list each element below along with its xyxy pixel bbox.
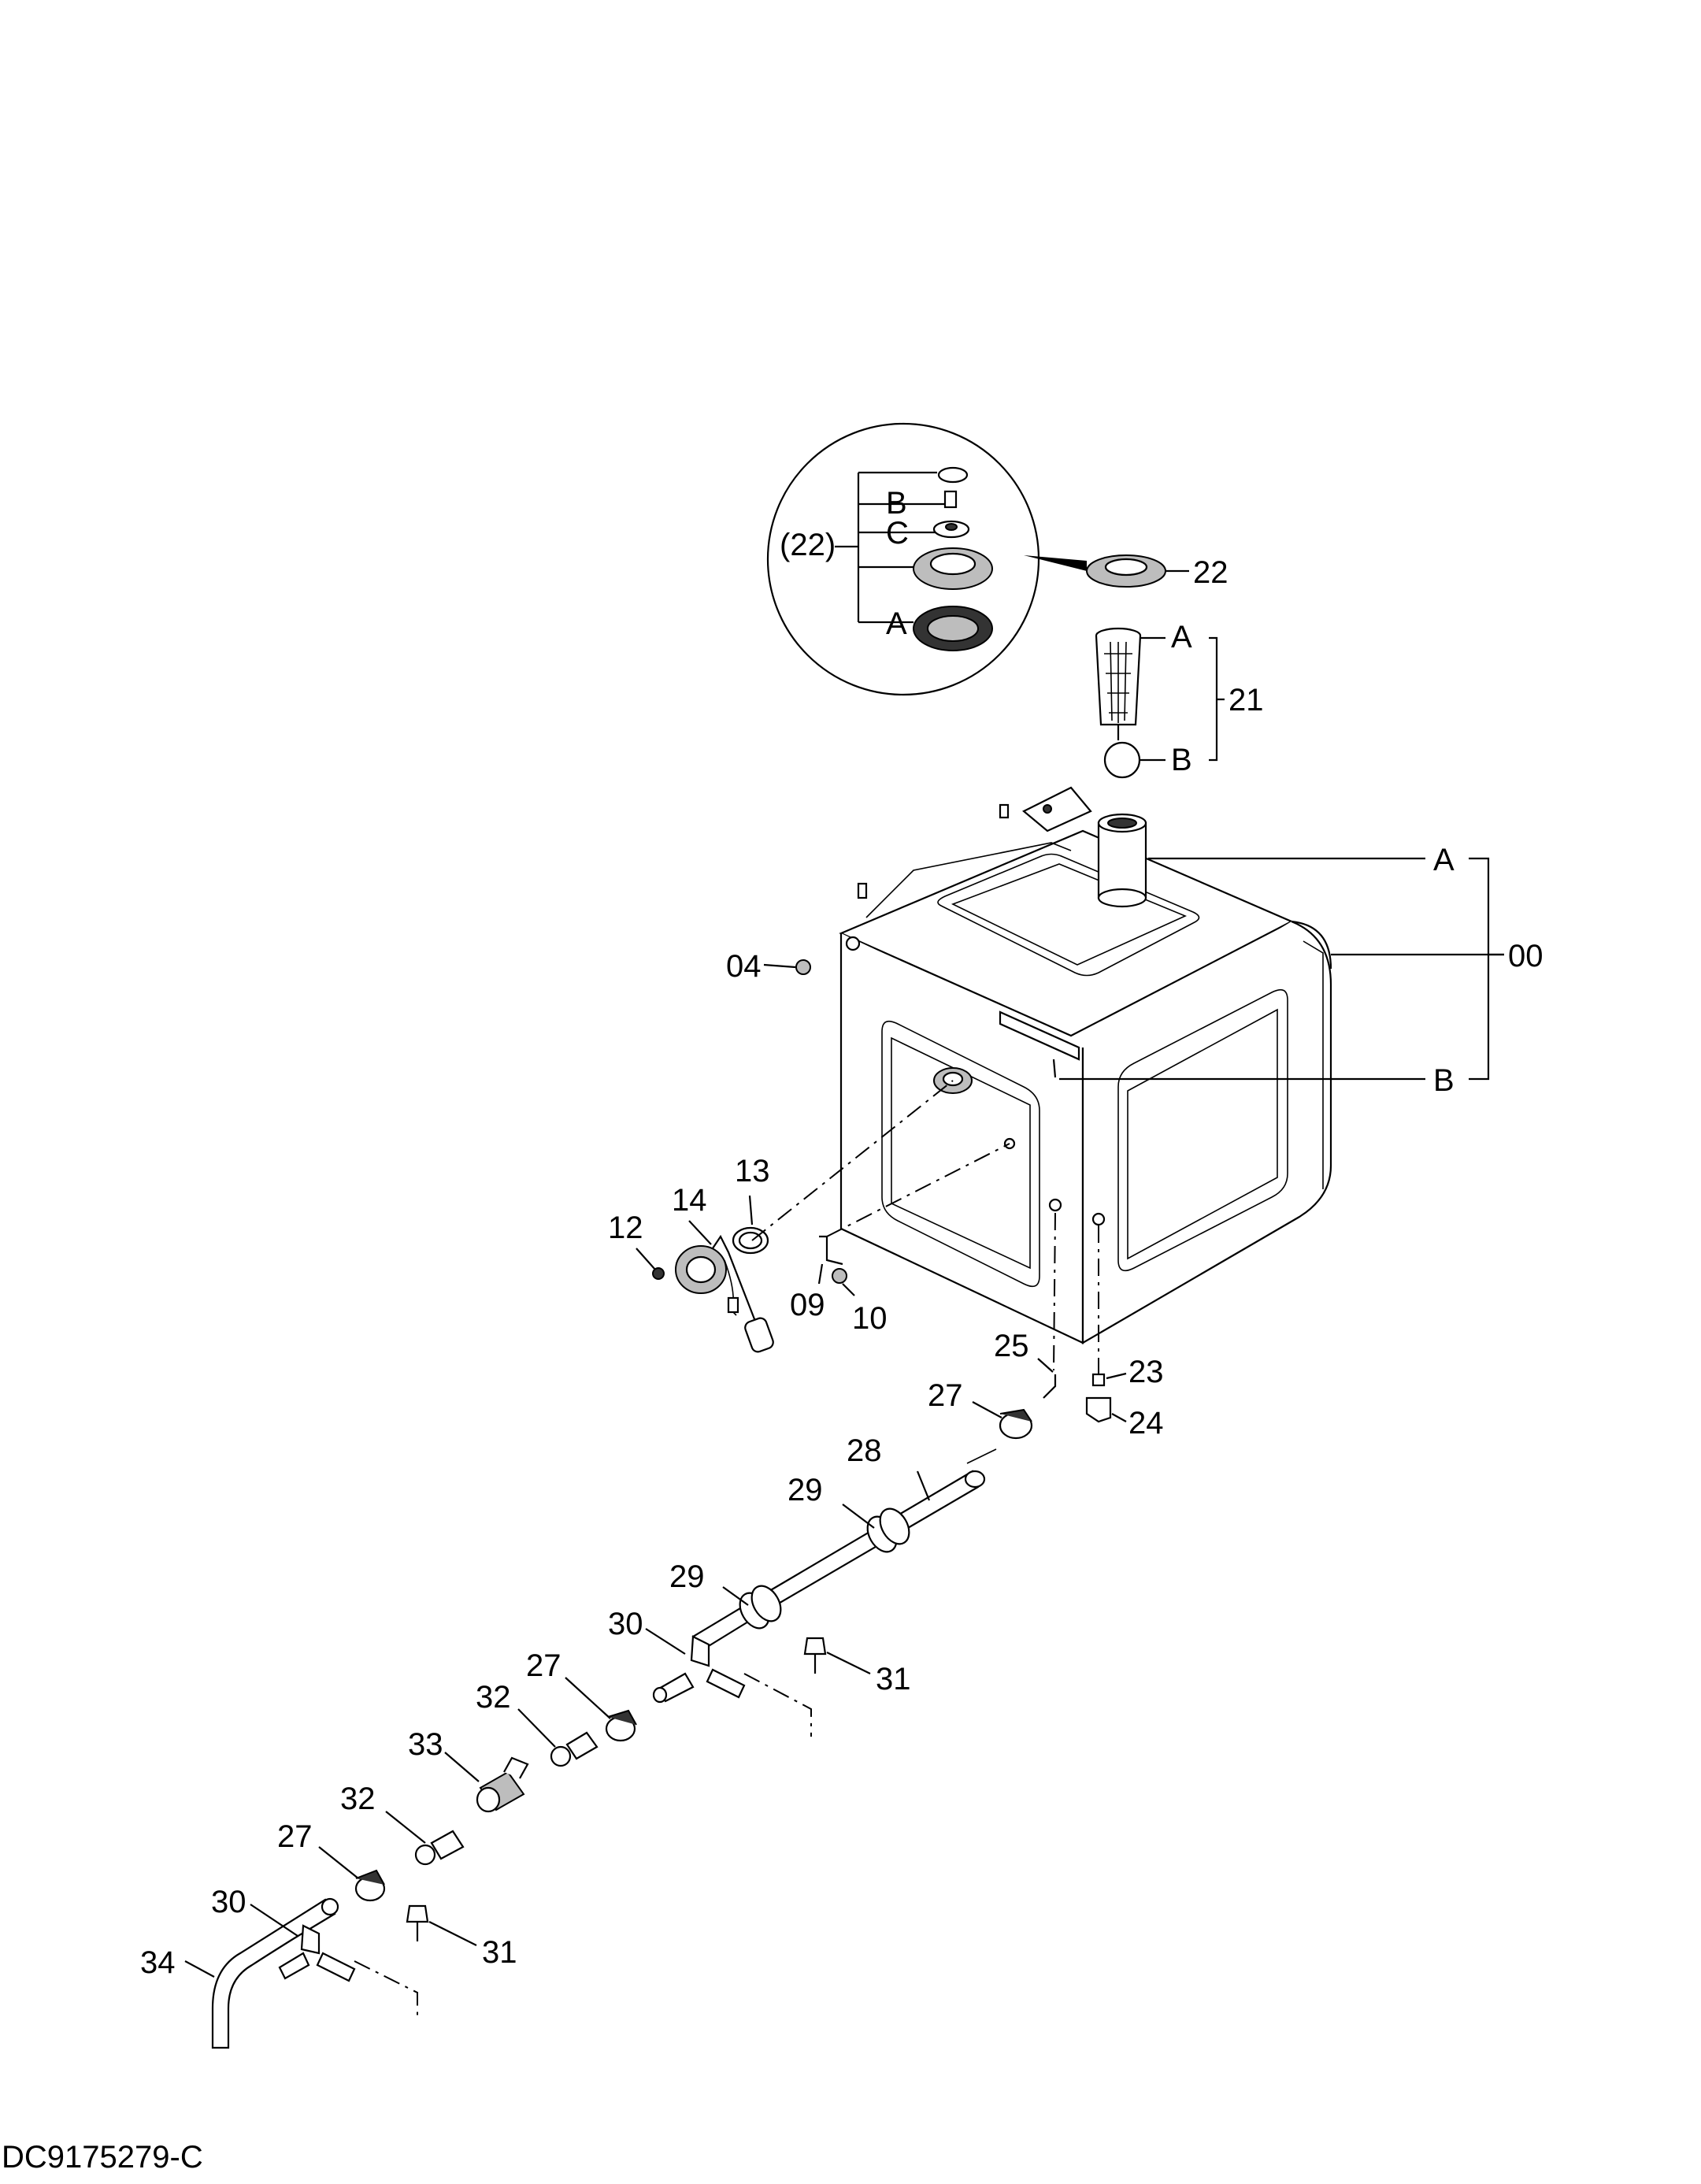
label-22: 22	[1193, 555, 1228, 590]
part-04: 04	[726, 949, 811, 984]
detail-gasket-inner	[927, 615, 979, 642]
label-21: 21	[1228, 683, 1264, 717]
label-21-A: A	[1171, 620, 1192, 654]
label-13: 13	[735, 1154, 770, 1188]
label-10: 10	[852, 1301, 888, 1336]
fuel-gauge-group: 13 14 12 09 10	[608, 1080, 1010, 1353]
detail-circle	[766, 422, 1040, 696]
label-33: 33	[408, 1727, 443, 1762]
detail-label-C: C	[886, 516, 909, 551]
hose-assembly-lower: 27 32 33 32 27 30 31	[140, 1648, 637, 2049]
fuel-cap-22: 22	[1086, 554, 1228, 590]
label-23: 23	[1128, 1355, 1164, 1389]
detail-label-B: B	[886, 486, 907, 521]
label-24: 24	[1128, 1406, 1164, 1441]
label-32-a: 32	[476, 1680, 511, 1715]
label-14: 14	[672, 1183, 707, 1218]
detail-group-label: (22)	[780, 528, 836, 562]
label-30-b: 30	[211, 1885, 246, 1919]
document-number: DC9175279-C	[2, 2140, 203, 2175]
label-00-A: A	[1433, 843, 1455, 877]
label-25: 25	[994, 1329, 1029, 1363]
label-29-a: 29	[788, 1473, 823, 1507]
detail-bolt	[943, 490, 958, 509]
detail-label-A: A	[886, 606, 907, 641]
label-28: 28	[847, 1433, 882, 1468]
detail-washer-hole	[945, 523, 958, 531]
label-27-b: 27	[526, 1648, 561, 1683]
detail-cap-top	[929, 552, 976, 576]
label-32-b: 32	[340, 1782, 376, 1816]
label-30-a: 30	[608, 1607, 643, 1641]
label-27-a: 27	[928, 1378, 963, 1413]
label-12: 12	[608, 1211, 643, 1245]
label-31-a: 31	[876, 1662, 911, 1696]
label-04: 04	[726, 949, 762, 984]
label-09: 09	[790, 1288, 825, 1322]
detail-pointer	[1024, 555, 1087, 571]
detail-bracket	[835, 471, 945, 624]
label-29-b: 29	[669, 1559, 705, 1594]
label-27-c: 27	[277, 1819, 313, 1854]
label-31-b: 31	[482, 1935, 517, 1970]
label-21-B: B	[1171, 743, 1192, 777]
detail-vent-cap	[937, 466, 969, 484]
label-34: 34	[140, 1945, 176, 1980]
cap-detail-view: (22) B C A	[766, 422, 1087, 696]
strainer-float	[1103, 741, 1141, 779]
hose-assembly-upper: 27 28 29 29 30 31	[608, 1378, 1033, 1737]
label-00-B: B	[1433, 1063, 1455, 1098]
fuel-tank-00: A B 00	[839, 786, 1544, 1344]
strainer-21: A B 21	[1095, 620, 1264, 779]
label-00: 00	[1508, 939, 1544, 973]
drain-fittings: 25 23 24	[994, 1212, 1164, 1441]
